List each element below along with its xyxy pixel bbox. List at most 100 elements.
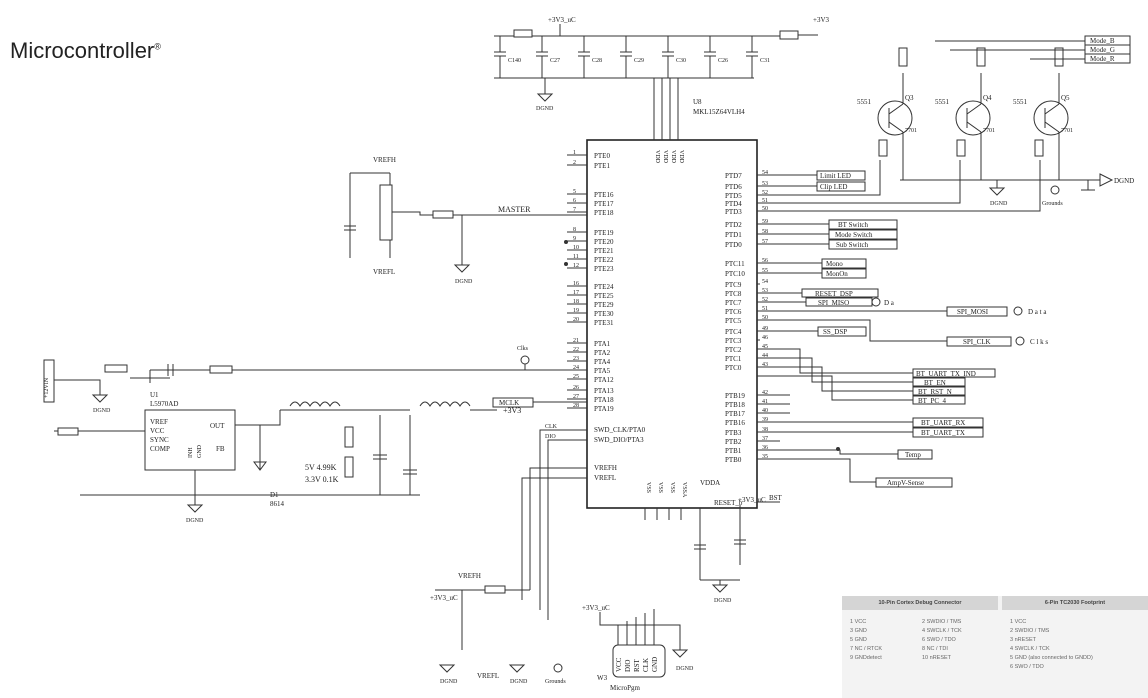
mcu-pin-name: PTD1 bbox=[725, 231, 742, 239]
mcu-pin-num: 6 bbox=[573, 198, 576, 204]
net-ampv-sense: AmpV-Sense bbox=[887, 479, 924, 487]
mcu-pin-num: 12 bbox=[573, 263, 579, 269]
mcu-pin-name: PTE23 bbox=[594, 265, 614, 273]
mcu-pin-num: 26 bbox=[573, 385, 579, 391]
net-dgnd-reg: DGND bbox=[186, 518, 204, 524]
mcu-pin-num: 52 bbox=[762, 190, 768, 196]
micropgm-connector bbox=[612, 644, 666, 678]
table-cell-tc2030-pin: 1 VCC bbox=[1010, 619, 1027, 625]
transistor-part: 5551 bbox=[1013, 98, 1028, 106]
transistor-ref: Q3 bbox=[905, 94, 914, 102]
mcu-pin-num: 50 bbox=[762, 206, 768, 212]
mcu-pin-name: PTA2 bbox=[594, 349, 611, 357]
net-d-a: D a bbox=[884, 299, 895, 307]
net-mon-on: MonOn bbox=[826, 270, 848, 278]
mcu-pin-name: PTD2 bbox=[725, 221, 742, 229]
mcu-body bbox=[586, 139, 758, 509]
net-clip-led: Clip LED bbox=[820, 183, 847, 191]
transistor-emitter bbox=[888, 121, 904, 133]
mcu-pin-name: PTB17 bbox=[725, 410, 745, 418]
mcu-vdda: VDDA bbox=[700, 479, 720, 487]
reg-pin-left: VREF bbox=[150, 418, 168, 426]
mcu-pin-name: PTC9 bbox=[725, 281, 742, 289]
mcu-pin-name: PTE20 bbox=[594, 238, 614, 246]
mcu-gnd-pin: VSS bbox=[645, 482, 651, 493]
mcu-vrefh: VREFH bbox=[594, 464, 617, 472]
transistor-resistor bbox=[956, 139, 966, 157]
mcu-pin-num: 18 bbox=[573, 299, 579, 305]
table-cell-even-pin: 10 nRESET bbox=[922, 655, 952, 661]
table-cell-even-pin: 8 NC / TDI bbox=[922, 646, 948, 652]
mcu-pin-name: PTE16 bbox=[594, 191, 614, 199]
mcu-pin-name: PTE31 bbox=[594, 319, 614, 327]
net-3v3uc-bl: +3V3_uC bbox=[430, 594, 458, 602]
net-vrefl-bottom: VREFL bbox=[477, 672, 499, 680]
mcu-pin-name: PTC10 bbox=[725, 270, 745, 278]
mcu-pin-name: PTE17 bbox=[594, 200, 614, 208]
mcu-swd-dio: SWD_DIO/PTA3 bbox=[594, 436, 644, 444]
transistor-collector bbox=[1044, 103, 1060, 115]
mcu-gnd-pin: VSS bbox=[657, 482, 663, 493]
transistor-symbol bbox=[877, 100, 913, 136]
mcu-pin-num: 5 bbox=[573, 189, 576, 195]
net-bt-uart-rx: BT_UART_RX bbox=[921, 419, 965, 427]
mcu-pin-name: PTE29 bbox=[594, 301, 614, 309]
reg-pin-left: COMP bbox=[150, 445, 170, 453]
mcu-pin-num: 20 bbox=[573, 317, 579, 323]
net-dgnd-master: DGND bbox=[455, 279, 473, 285]
mcu-pin-num: 1 bbox=[573, 150, 576, 156]
net-bt-rst-n: BT_RST_N bbox=[918, 388, 952, 396]
mcu-pin-num: 53 bbox=[762, 181, 768, 187]
mcu-power-pin: VDD bbox=[654, 150, 660, 164]
transistor-symbol bbox=[955, 100, 991, 136]
regulator-body bbox=[144, 409, 236, 471]
mcu-pin-name: PTC11 bbox=[725, 260, 745, 268]
mcu-pin-name: PTC3 bbox=[725, 337, 742, 345]
mcu-pin-num: 8 bbox=[573, 227, 576, 233]
mcu-pin-num: 43 bbox=[762, 362, 768, 368]
net-temp: Temp bbox=[905, 451, 921, 459]
net-mode-b: Mode_B bbox=[1090, 37, 1115, 45]
net-spi-mosi: SPI_MOSI bbox=[957, 308, 989, 316]
net-dgnd-pgm: DGND bbox=[676, 666, 694, 672]
net-bt-pc4: BT_PC_4 bbox=[918, 397, 947, 405]
mcu-pin-num: 10 bbox=[573, 245, 579, 251]
reg-values-1: 5V 4.99K bbox=[305, 463, 337, 472]
table-cell-odd-pin: 7 NC / RTCK bbox=[850, 646, 882, 652]
net-3v3uc-pgm: +3V3_uC bbox=[582, 604, 610, 612]
mcu-ref: U8 bbox=[693, 98, 702, 106]
mcu-pin-name: PTB16 bbox=[725, 419, 745, 427]
net-bt-en: BT_EN bbox=[924, 379, 946, 387]
net-dgnd-12v: DGND bbox=[93, 408, 111, 414]
mcu-pin-name: PTE22 bbox=[594, 256, 614, 264]
mcu-pin-name: PTE18 bbox=[594, 209, 614, 217]
net-dio: DIO bbox=[545, 434, 556, 440]
mcu-pin-name: PTD6 bbox=[725, 183, 742, 191]
mcu-pin-num: 53 bbox=[762, 288, 768, 294]
net-label-group-d: Limit LED Clip LED BT Switch Mode Switch… bbox=[801, 170, 1048, 488]
mcu-pin-name: PTB3 bbox=[725, 429, 742, 437]
micropgm-ref: W3 bbox=[597, 674, 608, 682]
net-vrefh-left: VREFH bbox=[373, 156, 396, 164]
table-cell-odd-pin: 3 GND bbox=[850, 628, 867, 634]
mcu-pin-name: PTC1 bbox=[725, 355, 742, 363]
mcu-pin-num: 44 bbox=[762, 353, 768, 359]
net-limit-led: Limit LED bbox=[820, 172, 851, 180]
mcu-pin-num: 39 bbox=[762, 417, 768, 423]
mcu-pin-name: PTA12 bbox=[594, 376, 614, 384]
mcu-power-pin: VDD bbox=[662, 150, 668, 164]
mcu-pin-name: PTD3 bbox=[725, 208, 742, 216]
mcu-pin-num: 45 bbox=[762, 344, 768, 350]
mcu-pin-num: 40 bbox=[762, 408, 768, 414]
net-spi-miso: SPI_MISO bbox=[818, 299, 849, 307]
mcu-pin-name: PTA5 bbox=[594, 367, 611, 375]
mcu-pin-num: 2 bbox=[573, 160, 576, 166]
mcu-pin-num: 7 bbox=[573, 207, 576, 213]
micropgm-pin: GND bbox=[651, 657, 659, 672]
